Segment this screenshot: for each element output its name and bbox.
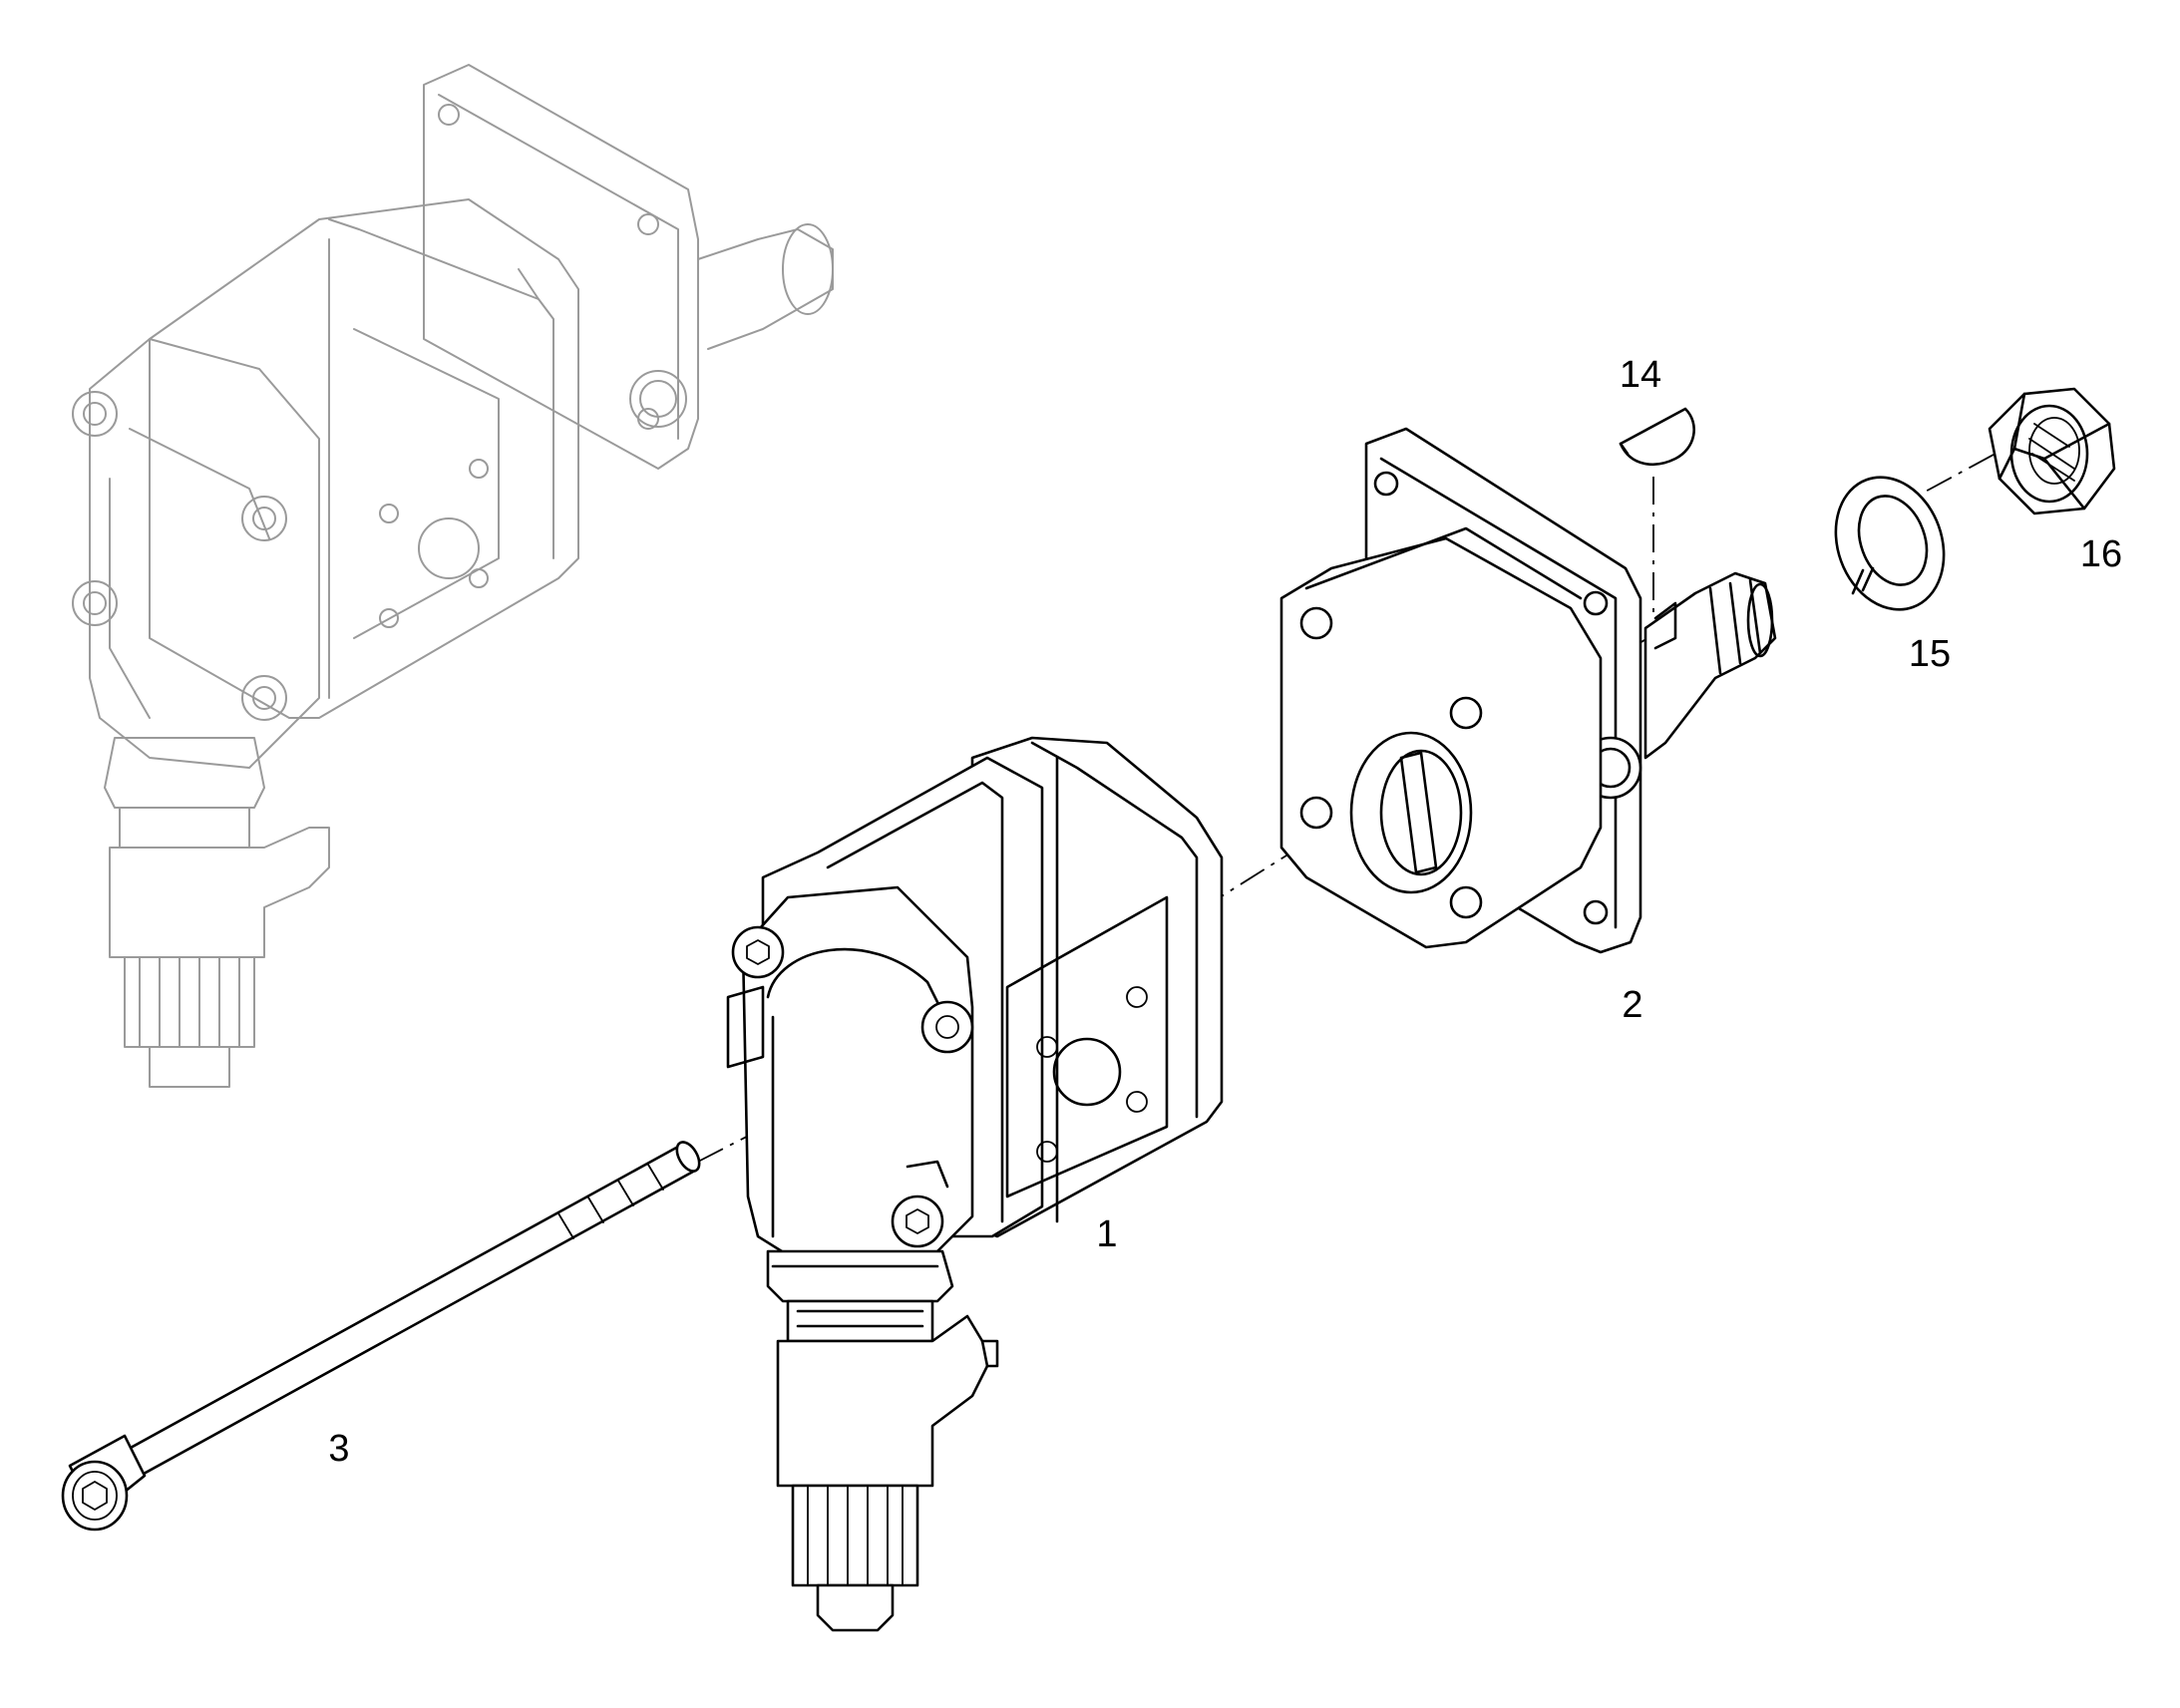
part-16-hex-nut bbox=[1988, 387, 2116, 515]
ghost-assembled-pump bbox=[72, 64, 834, 1088]
part-3-cap-screw bbox=[61, 1141, 701, 1532]
callout-16: 16 bbox=[2080, 533, 2122, 575]
callout-3: 3 bbox=[328, 1428, 349, 1470]
callout-15: 15 bbox=[1909, 633, 1951, 675]
callout-1: 1 bbox=[1096, 1213, 1117, 1255]
callout-14: 14 bbox=[1620, 354, 1661, 396]
callout-2: 2 bbox=[1622, 984, 1642, 1026]
part-2-mounting-flange bbox=[1279, 427, 1777, 954]
callout-labels: 1 2 3 14 15 16 bbox=[328, 354, 2122, 1470]
part-14-woodruff-key bbox=[1619, 407, 1695, 466]
part-15-lock-washer bbox=[1834, 476, 1946, 611]
part-1-gear-pump bbox=[726, 736, 1224, 1632]
